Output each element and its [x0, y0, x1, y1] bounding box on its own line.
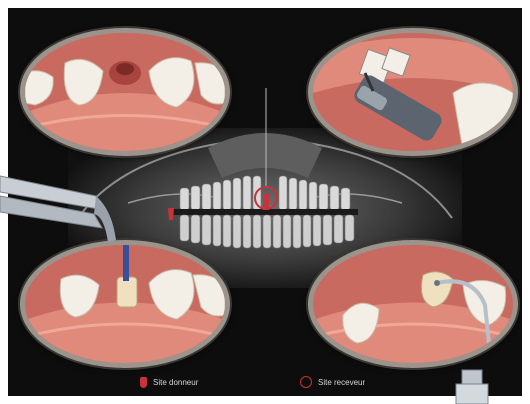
recipient-site-circle-icon [300, 376, 312, 388]
panel-tooth-transplant [20, 240, 230, 368]
panel-drill-preparation [308, 28, 518, 156]
legend-donor-label: Site donneur [153, 378, 198, 387]
legend-donor-site: Site donneur [140, 374, 198, 390]
panel-scaler-finishing [308, 240, 518, 368]
donor-site-marker-icon [168, 208, 174, 220]
donor-site-marker-icon [140, 377, 147, 388]
legend-recipient-site: Site receveur [300, 374, 365, 390]
panel-recipient-gap [20, 28, 230, 156]
legend-recipient-label: Site receveur [318, 378, 365, 387]
illustration-frame: Site donneur Site receveur [8, 8, 522, 396]
